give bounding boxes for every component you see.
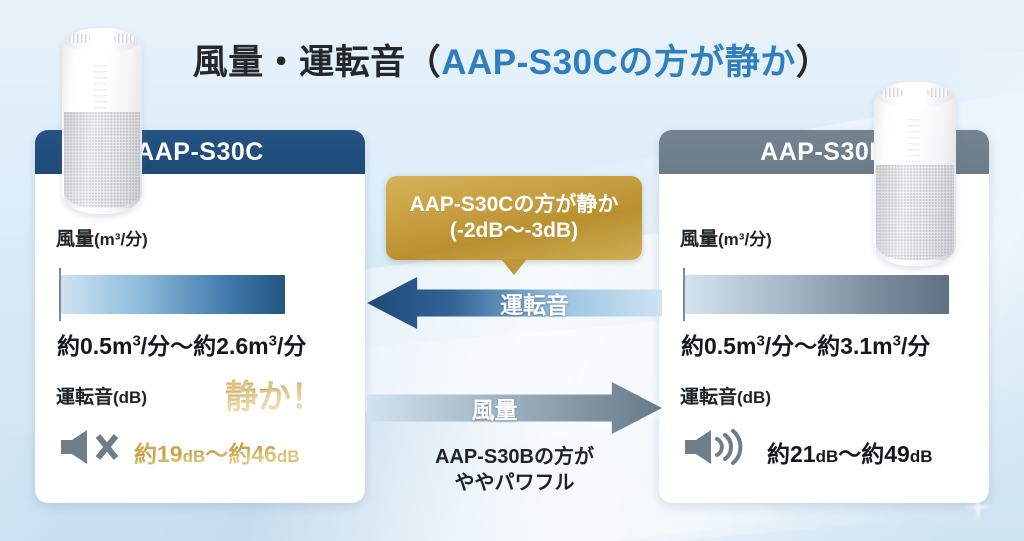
airflow-bar-chart-left: [59, 268, 329, 321]
noise-comparison-arrow: 運転音: [367, 277, 662, 329]
airflow-range-left: 約0.5m3/分〜約2.6m3/分: [57, 332, 307, 359]
airflow-comparison-arrow: 風量: [367, 382, 662, 434]
device-vent-left: [881, 87, 903, 97]
callout-line-2: (-2dB〜-3dB): [449, 219, 579, 242]
airflow-label-text: 風量: [680, 229, 719, 250]
device-vent-left: [69, 33, 90, 43]
airflow-label-text: 風量: [56, 229, 95, 250]
airflow-note: AAP-S30Bの方が ややパワフル: [367, 444, 662, 496]
device-vent-right: [927, 87, 949, 97]
callout-line-1: AAP-S30Cの方が静か: [409, 193, 619, 217]
noise-label-left: 運転音(dB): [56, 382, 147, 409]
device-grille: [64, 111, 140, 209]
airflow-note-line-2: ややパワフル: [454, 472, 575, 494]
product-image-aap-s30c: [62, 28, 142, 214]
speaker-muted-icon: [57, 428, 135, 466]
page-title-suffix: ）: [795, 43, 832, 82]
page-title-prefix: 風量・運転音（: [192, 43, 442, 82]
airflow-range-right: 約0.5m3/分〜約3.1m3/分: [681, 332, 931, 359]
comparison-callout: AAP-S30Cの方が静か (-2dB〜-3dB): [386, 176, 642, 275]
device-control-panel: [94, 65, 107, 114]
airflow-unit-text: (m³/分): [94, 230, 148, 249]
page-title: 風量・運転音（AAP-S30Cの方が静か）: [0, 34, 1024, 85]
card-body-aap-s30c: 風量(m³/分) 約0.5m3/分〜約2.6m3/分 運転音(dB) 静か！: [35, 174, 365, 503]
device-control-panel: [906, 118, 920, 167]
airflow-note-line-1: AAP-S30Bの方が: [435, 446, 594, 468]
quiet-badge: 静か！: [225, 370, 324, 418]
page-title-accent: AAP-S30Cの方が静か: [441, 43, 796, 82]
card-title-label: AAP-S30C: [136, 137, 264, 166]
noise-range-right: 約21dB〜約49dB: [767, 441, 933, 467]
noise-label-text: 運転音: [680, 387, 738, 408]
noise-range-left: 約19dB〜約46dB: [134, 435, 300, 469]
card-title-label: AAP-S30B: [760, 137, 888, 166]
noise-unit-text: (dB): [737, 388, 771, 407]
airflow-arrow-label: 風量: [471, 397, 518, 423]
noise-unit-text: (dB): [113, 388, 147, 407]
product-image-aap-s30b: [874, 82, 956, 266]
speaker-loud-icon: [681, 426, 763, 468]
noise-label-text: 運転音: [56, 387, 114, 408]
device-vent-right: [114, 33, 135, 43]
device-body: [874, 82, 956, 266]
airflow-unit-text: (m³/分): [718, 230, 772, 249]
noise-label-right: 運転音(dB): [680, 382, 771, 409]
noise-arrow-label: 運転音: [500, 292, 569, 318]
device-grille: [876, 164, 954, 261]
airflow-bar-chart-right: [683, 268, 963, 321]
airflow-bar-left: [61, 275, 285, 314]
airflow-label-right: 風量(m³/分): [680, 224, 772, 251]
device-body: [62, 28, 142, 214]
airflow-bar-right: [685, 275, 949, 314]
airflow-label-left: 風量(m³/分): [56, 224, 148, 251]
